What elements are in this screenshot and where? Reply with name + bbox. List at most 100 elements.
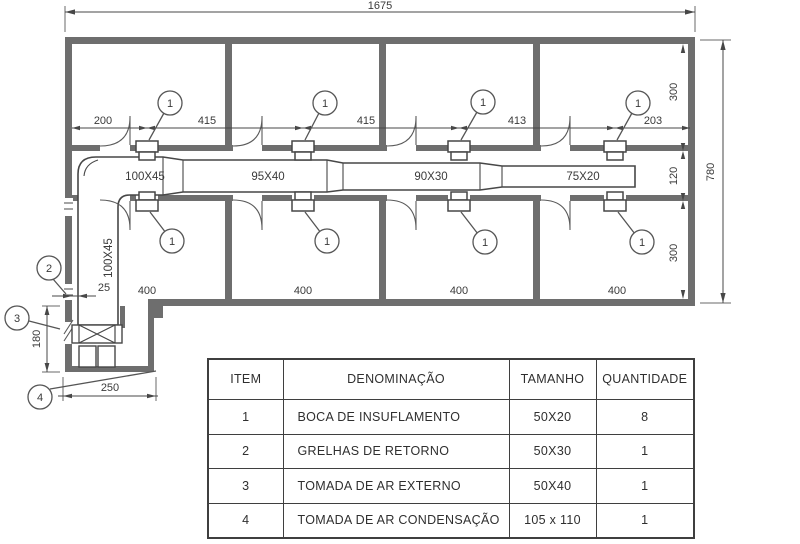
door-top-room-4	[540, 116, 571, 147]
unit-module-right	[97, 345, 116, 368]
callout-3-text: 3	[14, 313, 20, 325]
diffuser-top-4	[603, 140, 627, 161]
dim-label-seg-1: 200	[94, 115, 112, 127]
callout-1-bottom-d	[629, 229, 655, 255]
legend-cell-tamanho: 105 x 110	[508, 502, 597, 539]
dim-top-chain: 200 415 415 413 203	[72, 115, 690, 131]
callout-1-bottom-c	[472, 229, 498, 255]
unit-module-left	[78, 345, 97, 368]
dim-label-duct-wall-gap: 25	[98, 282, 110, 294]
return-grille	[64, 284, 73, 300]
door-top-room-3	[386, 116, 417, 147]
dim-total-width	[64, 6, 696, 32]
partition-bottom-1	[225, 201, 232, 299]
callout-1-text: 1	[480, 97, 486, 109]
door-top-room-1	[99, 116, 131, 147]
legend-table: ITEM DENOMINAÇÃO TAMANHO QUANTIDADE 1 BO…	[207, 358, 695, 539]
dim-label-right-3: 300	[668, 244, 680, 262]
wall-right	[688, 37, 695, 305]
legend-cell-denominacao: BOCA DE INSUFLAMENTO	[282, 398, 510, 435]
dim-plenum-width: 250	[58, 377, 158, 401]
legend-cell-quantidade: 1	[595, 467, 695, 504]
dim-total-height: 780	[700, 39, 731, 304]
dim-label-seg-2: 415	[198, 115, 216, 127]
diffuser-bottom-4	[603, 191, 627, 212]
legend-header-tamanho: TAMANHO	[508, 358, 597, 400]
callout-1-text: 1	[322, 98, 328, 110]
dim-label-seg-3: 415	[357, 115, 375, 127]
partition-bottom-3	[533, 201, 540, 299]
dim-plenum-height: 180	[31, 305, 60, 373]
diffuser-bottom-2	[291, 191, 315, 212]
duct-label-section-2: 95X40	[251, 171, 284, 183]
legend-cell-tamanho: 50X40	[508, 467, 597, 504]
callout-4-text: 4	[37, 392, 43, 404]
callout-1-text: 1	[482, 237, 488, 249]
legend-cell-item: 4	[207, 502, 284, 539]
duct-run	[77, 156, 636, 326]
callout-2	[36, 255, 62, 281]
callout-1-bottom-a	[159, 228, 185, 254]
room-width-4: 400	[608, 285, 626, 297]
callout-1-text: 1	[324, 236, 330, 248]
legend-cell-denominacao: GRELHAS DE RETORNO	[282, 433, 510, 469]
partition-top-1	[225, 44, 232, 145]
callout-2-text: 2	[46, 263, 52, 275]
legend-row: 1 BOCA DE INSUFLAMENTO 50X20 8	[207, 398, 695, 435]
duct-transition-joints	[162, 157, 503, 195]
dim-label-plenum-height: 180	[31, 330, 43, 348]
legend-cell-tamanho: 50X30	[508, 433, 597, 469]
partition-top-3	[533, 44, 540, 145]
callout-1-text: 1	[635, 98, 641, 110]
legend-cell-denominacao: TOMADA DE AR CONDENSAÇÃO	[282, 502, 510, 539]
machine-room-walls	[65, 306, 163, 372]
diffuser-bottom-3	[447, 191, 471, 212]
callout-4	[27, 384, 53, 410]
callout-1-text: 1	[169, 236, 175, 248]
legend-cell-item: 3	[207, 467, 284, 504]
legend-row: 2 GRELHAS DE RETORNO 50X30 1	[207, 433, 695, 469]
dim-label-total-width: 1675	[368, 0, 392, 12]
legend-header-denominacao: DENOMINAÇÃO	[282, 358, 510, 400]
door-bottom-room-1	[99, 199, 131, 230]
callout-leaders	[28, 111, 636, 390]
duct-label-section-3: 90X30	[414, 171, 447, 183]
legend-row: 3 TOMADA DE AR EXTERNO 50X40 1	[207, 467, 695, 504]
outside-air-louver	[63, 322, 73, 344]
dim-label-seg-5: 203	[644, 115, 662, 127]
air-handling-unit	[71, 324, 123, 368]
duct-outline	[77, 156, 636, 326]
dim-label-seg-4: 413	[508, 115, 526, 127]
legend-cell-quantidade: 1	[595, 502, 695, 539]
elbow-turning-vane	[83, 159, 99, 177]
legend-header-item: ITEM	[207, 358, 284, 400]
wall-top	[65, 37, 695, 44]
dim-label-plenum-width: 250	[101, 382, 119, 394]
legend-cell-denominacao: TOMADA DE AR EXTERNO	[282, 467, 510, 504]
legend-row: 4 TOMADA DE AR CONDENSAÇÃO 105 x 110 1	[207, 502, 695, 539]
dim-duct-wall-gap: 25	[52, 282, 110, 299]
room-width-2: 400	[294, 285, 312, 297]
room-width-labels: 400 400 400 400	[138, 285, 626, 297]
diffuser-top-3	[447, 140, 471, 161]
corridor-upper-wall	[72, 145, 688, 151]
callout-1-top-b	[312, 90, 338, 116]
dim-label-right-2: 120	[668, 167, 680, 185]
door-bottom-room-4	[540, 199, 571, 230]
supply-diffusers	[135, 140, 627, 212]
partition-top-2	[379, 44, 386, 145]
dim-label-total-height: 780	[705, 163, 717, 181]
legend-cell-quantidade: 8	[595, 398, 695, 435]
wall-vent-opening	[64, 198, 73, 216]
legend-cell-item: 1	[207, 398, 284, 435]
callout-3	[4, 305, 30, 331]
diffuser-top-2	[291, 140, 315, 161]
wall-bottom	[148, 299, 695, 306]
callout-1-text: 1	[167, 98, 173, 110]
duct-label-section-1: 100X45	[125, 171, 165, 183]
door-swings	[99, 116, 571, 230]
callout-1-top-c	[470, 89, 496, 115]
corridor-lower-wall	[72, 195, 688, 201]
